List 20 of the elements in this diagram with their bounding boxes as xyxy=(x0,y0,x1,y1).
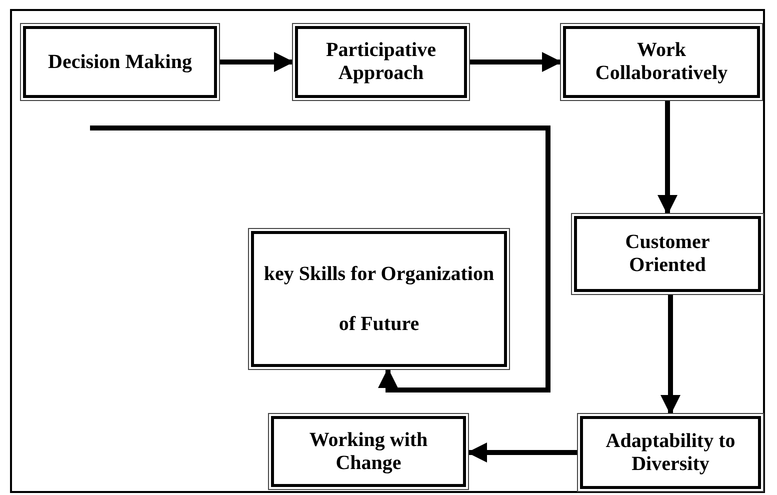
process-box xyxy=(571,213,764,295)
box-label: key Skills for Organization of Future xyxy=(262,262,496,337)
arrow xyxy=(90,126,550,392)
box-label: Decision Making xyxy=(48,50,192,74)
process-box xyxy=(577,413,764,492)
box-label: Working with Change xyxy=(308,428,429,474)
box-label: Participative Approach xyxy=(325,39,437,85)
box-label: Customer Oriented xyxy=(624,231,711,277)
process-box xyxy=(248,228,510,370)
process-box xyxy=(20,23,220,101)
arrow xyxy=(470,52,562,72)
process-box xyxy=(292,23,470,101)
arrow xyxy=(467,442,577,462)
arrow xyxy=(220,52,294,72)
box-label: Adaptability to Diversity xyxy=(604,430,736,476)
box-label: Work Collaboratively xyxy=(594,39,729,85)
arrow xyxy=(658,101,678,215)
arrow xyxy=(660,295,680,415)
process-box xyxy=(560,23,763,101)
process-box xyxy=(268,413,469,490)
